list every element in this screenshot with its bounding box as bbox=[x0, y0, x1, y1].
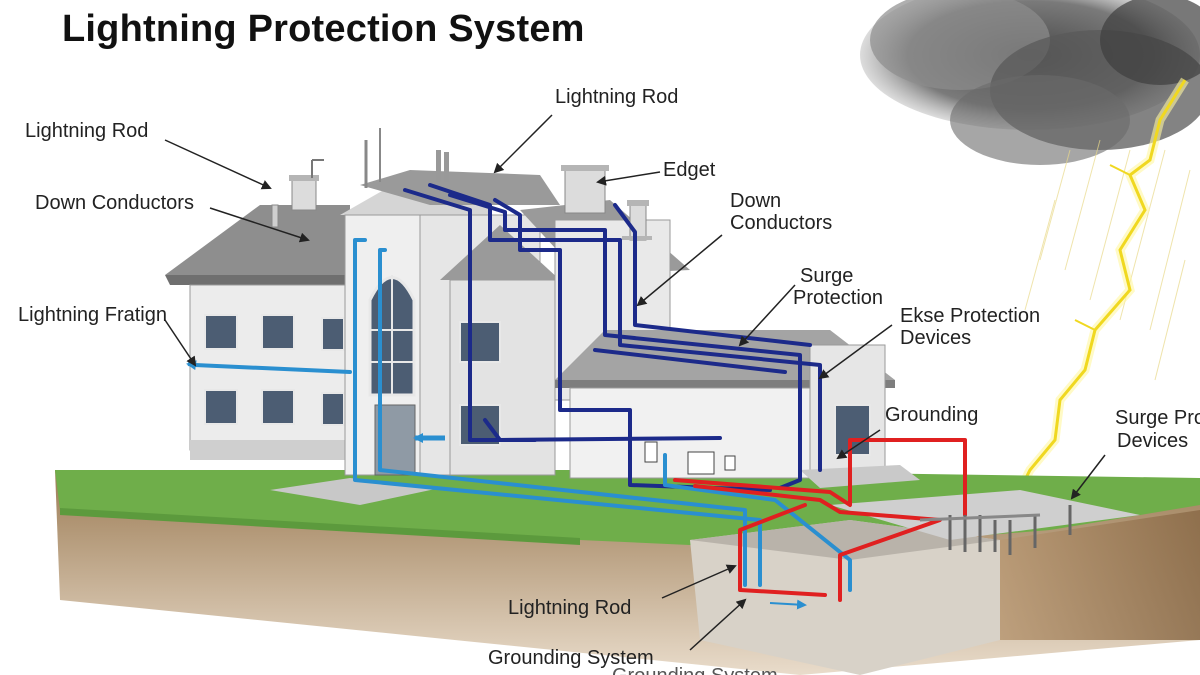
rain bbox=[1024, 139, 1191, 381]
label-surge-protection-2: Protection bbox=[793, 287, 884, 309]
label-surge-protection-1: Surge bbox=[800, 265, 854, 287]
grounding-electrodes bbox=[919, 505, 1072, 555]
label-down-conductors-right-2: Conductors bbox=[730, 212, 833, 234]
label-surge-protection-devices-2: Devices bbox=[1117, 430, 1189, 452]
label-grounding-system-cut: Grounding System bbox=[612, 665, 778, 675]
label-ekse-protection-1: Ekse Protection bbox=[900, 305, 1041, 327]
label-down-conductors-left: Down Conductors bbox=[35, 192, 194, 214]
storm-cloud bbox=[860, 0, 1200, 165]
lightning-conductor-light bbox=[193, 238, 852, 592]
ground-cross-section bbox=[55, 470, 1200, 675]
down-conductors bbox=[403, 183, 822, 492]
label-lightning-rod-left: Lightning Rod bbox=[25, 120, 149, 142]
label-ekse-protection-2: Devices bbox=[900, 327, 972, 349]
soil-arrow bbox=[769, 599, 807, 610]
label-down-conductors-right-1: Down bbox=[730, 190, 782, 212]
label-grounding-system: Grounding System bbox=[488, 647, 654, 669]
label-grounding: Grounding bbox=[885, 404, 979, 426]
page-title: Lightning Protection System bbox=[62, 8, 585, 50]
label-surge-protection-devices-1: Surge Pro bbox=[1115, 407, 1200, 429]
label-lightning-rod-top: Lightning Rod bbox=[555, 86, 679, 108]
leader-lines bbox=[164, 114, 1106, 651]
label-lightning-fratign: Lightning Fratign bbox=[18, 304, 167, 326]
label-lightning-rod-bottom: Lightning Rod bbox=[508, 597, 632, 619]
label-edget: Edget bbox=[663, 159, 716, 181]
grounding-conductors bbox=[673, 438, 967, 602]
